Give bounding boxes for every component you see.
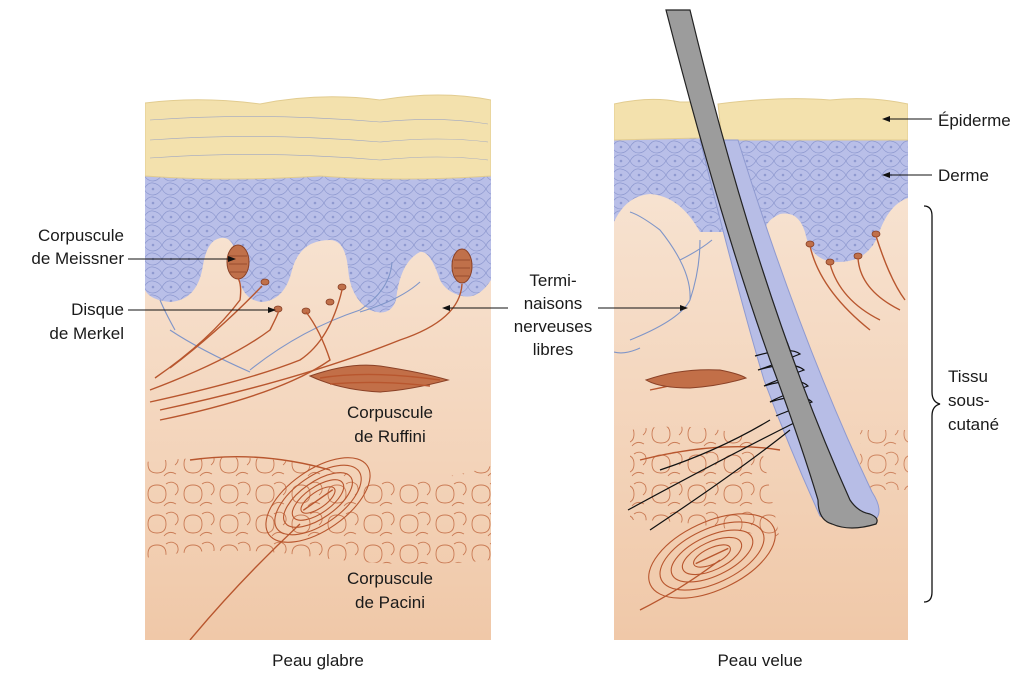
ruffini-label-line1: Corpuscule — [347, 403, 433, 422]
tissu-label-line2: sous- — [948, 391, 990, 410]
meissner-label-line1: Corpuscule — [38, 226, 124, 245]
tissu-label: Tissu sous- cutané — [924, 206, 999, 602]
free-nerve-label-line2: naisons — [524, 294, 583, 313]
merkel-label-line2: de Merkel — [49, 324, 124, 343]
ruffini-label-line2: de Ruffini — [354, 427, 426, 446]
tissu-label-line3: cutané — [948, 415, 999, 434]
tissu-label-line1: Tissu — [948, 367, 988, 386]
free-nerve-label-line1: Termi- — [529, 271, 576, 290]
derme-label-text: Derme — [938, 166, 989, 185]
right-panel-caption: Peau velue — [717, 651, 802, 670]
right-epidermis-layer — [614, 99, 908, 140]
left-skin-panel — [145, 95, 491, 640]
left-panel-caption: Peau glabre — [272, 651, 364, 670]
tissu-bracket — [924, 206, 940, 602]
epiderme-label-text: Épiderme — [938, 111, 1011, 130]
merkel-label-line1: Disque — [71, 300, 124, 319]
pacini-label-line2: de Pacini — [355, 593, 425, 612]
right-skin-panel — [614, 99, 908, 640]
pacini-label-line1: Corpuscule — [347, 569, 433, 588]
free-nerve-label-line4: libres — [533, 340, 574, 359]
meissner-label-line2: de Meissner — [31, 249, 124, 268]
free-nerve-label-line3: nerveuses — [514, 317, 592, 336]
left-epidermis-layer — [145, 95, 491, 179]
